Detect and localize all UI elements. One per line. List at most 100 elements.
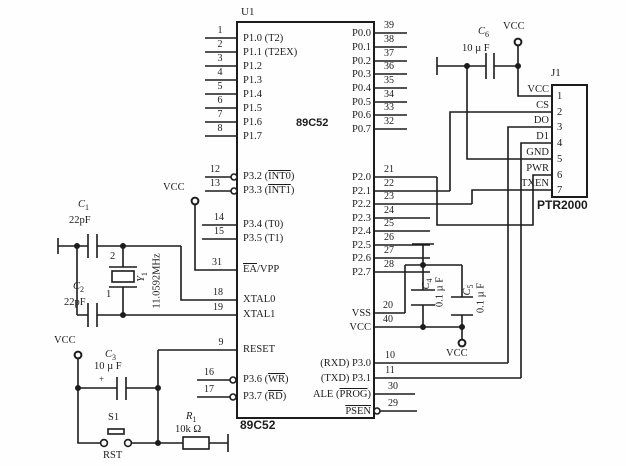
pin-label-p26: P2.6	[352, 253, 371, 264]
pin17-inverter-bubble	[229, 393, 237, 401]
c3-value-label: 10 µ F	[94, 361, 122, 372]
pin-label-p22: P2.2	[352, 199, 371, 210]
pin12-inverter-bubble	[230, 173, 238, 181]
pin-number: 23	[384, 191, 394, 202]
vcc-terminal-reset	[73, 350, 83, 360]
pin-number: 10	[385, 350, 395, 361]
cs-wire	[449, 111, 552, 191]
c1-capacitor-plates	[87, 234, 98, 258]
c4-value-label: 0.1 µ F	[434, 276, 446, 308]
j1-pin-name-txen: TXEN	[521, 178, 549, 189]
vcc-terminal-c45	[457, 338, 467, 348]
pin-label-p14: P1.4	[243, 89, 262, 100]
pin-label-p25: P2.5	[352, 240, 371, 251]
pin-label-p33: P3.3 (INT1)	[243, 185, 295, 196]
c4-capacitor	[411, 265, 435, 327]
pin-label-p00: P0.0	[352, 28, 371, 39]
pin-label-xtal0: XTAL0	[243, 294, 276, 305]
j1-pin-number: 1	[557, 91, 563, 102]
c1-value-label: 22pF	[69, 215, 91, 226]
pin-label-p37: P3.7 (RD)	[243, 391, 287, 402]
pin-label-reset: RESET	[243, 344, 276, 355]
vcc-terminal-c6	[513, 37, 523, 47]
pin-label-p03: P0.3	[352, 69, 371, 80]
c6-ref-label: C6	[478, 26, 490, 40]
pin-label-p21: P2.1	[352, 186, 371, 197]
d1-wire	[520, 142, 552, 378]
pin-number: 24	[384, 205, 394, 216]
pin-label-p16: P1.6	[243, 117, 262, 128]
pin-number: 12	[210, 164, 220, 175]
pin-label-psen: PSEN	[345, 406, 371, 417]
c3-capacitor	[78, 377, 158, 400]
c3-polarity-label: +	[99, 374, 105, 384]
y1-pin2-label: 2	[110, 251, 116, 262]
pin-label-vss: VSS	[351, 308, 371, 319]
txen-wire	[471, 189, 552, 204]
pin-number: 40	[383, 314, 393, 325]
pin-label-vcc: VCC	[349, 322, 371, 333]
pin16-inverter-bubble	[229, 376, 237, 384]
j1-ref-label: J1	[551, 67, 561, 79]
pin-number: 18	[213, 287, 223, 298]
pin-number: 3	[217, 53, 223, 64]
pin-number: 32	[384, 116, 394, 127]
pin-number: 6	[217, 95, 223, 106]
j1-pin-number: 7	[557, 185, 563, 196]
j1-pin-name-pwr: PWR	[526, 163, 549, 174]
s1-pushbutton-symbol	[99, 428, 133, 448]
y1-ref-label: Y1	[135, 272, 150, 282]
pin-number: 8	[217, 123, 223, 134]
s1-rst-label: RST	[103, 450, 123, 461]
pin-label-p27: P2.7	[352, 267, 371, 278]
vcc-terminal-ea	[190, 196, 200, 206]
pin-label-p04: P0.4	[352, 83, 371, 94]
pin-label-ea-vpp: EA/VPP	[243, 264, 280, 275]
ic-ref-label: U1	[241, 6, 255, 18]
ic-right-pin-stubs	[373, 32, 521, 415]
pin-number: 16	[204, 367, 214, 378]
pin-number: 31	[212, 257, 222, 268]
c6-value-label: 10 µ F	[462, 43, 490, 54]
pin13-inverter-bubble	[230, 187, 238, 195]
pin-number: 39	[384, 20, 394, 31]
pin-number: 19	[213, 302, 223, 313]
pin-label-p24: P2.4	[352, 226, 371, 237]
c1-ref-label: C1	[78, 199, 90, 213]
pin-number: 22	[384, 178, 394, 189]
vcc-label-c45: VCC	[446, 348, 468, 359]
pin-label-p02: P0.2	[352, 56, 371, 67]
j1-pin-name-cs: CS	[536, 100, 549, 111]
pin-label-p15: P1.5	[243, 103, 262, 114]
y1-crystal-body	[111, 270, 135, 283]
j1-pin-number: 4	[557, 138, 563, 149]
pin-number: 5	[217, 81, 223, 92]
pin-label-rxd-p30: (RXD) P3.0	[320, 358, 371, 369]
pin-number: 33	[384, 102, 394, 113]
reset-circuit	[73, 349, 237, 452]
pin-number: 11	[385, 365, 395, 376]
pin-label-p17: P1.7	[243, 131, 262, 142]
pin-number: 1	[217, 25, 223, 36]
pin-label-p34: P3.4 (T0)	[243, 219, 284, 230]
ic-part-label-inside: 89C52	[296, 117, 329, 129]
pin-number: 35	[384, 75, 394, 86]
pin-label-p06: P0.6	[352, 110, 371, 121]
r1-ref-label: R1	[186, 411, 197, 425]
gnd-wire	[466, 66, 552, 160]
pin-number: 36	[384, 61, 394, 72]
vcc-label-reset: VCC	[54, 335, 76, 346]
c2-capacitor-plates	[87, 303, 98, 327]
pin-number: 9	[218, 337, 224, 348]
pin-number: 38	[384, 34, 394, 45]
vcc-to-ea-wire	[190, 196, 237, 271]
s1-ref-label: S1	[108, 412, 120, 423]
pin-number: 21	[384, 164, 394, 175]
j1-pin-name-vcc: VCC	[527, 84, 549, 95]
pin-number: 2	[217, 39, 223, 50]
pin-number: 34	[384, 89, 394, 100]
y1-pin1-label: 1	[106, 289, 112, 300]
r1-value-label: 10k Ω	[175, 424, 202, 435]
j1-pin-number: 5	[557, 154, 563, 165]
